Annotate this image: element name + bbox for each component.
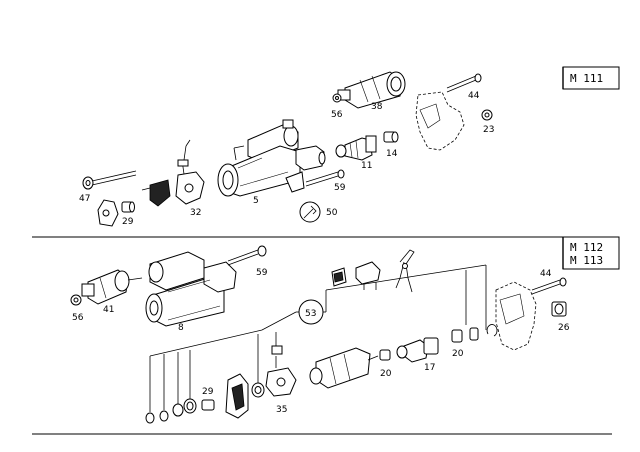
part-38-solenoid	[337, 71, 406, 109]
part-59-bolt	[305, 169, 345, 187]
model-label-m111: M 111	[570, 72, 603, 85]
label-20-left: 20	[380, 369, 392, 379]
label-53: 53	[305, 309, 316, 319]
part-29-cover-bottom	[225, 373, 249, 419]
part-23-bushing	[481, 109, 493, 121]
model-label-m113: M 113	[570, 254, 603, 267]
label-50: 50	[326, 208, 338, 218]
part-drive-housing-top	[415, 91, 465, 151]
label-11: 11	[361, 161, 372, 171]
part-32-brush-holder	[175, 139, 205, 205]
part-26-bushing	[551, 301, 567, 317]
label-23: 23	[483, 125, 494, 135]
model-box-bottom: M 112 M 113	[562, 236, 620, 270]
label-17: 17	[424, 363, 435, 373]
label-56-bottom: 56	[72, 313, 84, 323]
part-5-starter-motor	[217, 119, 326, 197]
label-56-top: 56	[331, 110, 343, 120]
label-47: 47	[79, 194, 90, 204]
label-14: 14	[386, 149, 398, 159]
part-bushing-bottom	[201, 382, 265, 411]
part-snap-ring	[486, 324, 498, 337]
part-17-pinion	[396, 337, 439, 363]
label-26: 26	[558, 323, 570, 333]
part-14-bushing	[383, 131, 399, 143]
model-box-top: M 111	[562, 66, 620, 90]
label-5: 5	[253, 196, 259, 206]
part-end-plate	[141, 179, 171, 207]
part-11-pinion	[335, 135, 377, 161]
label-29-top: 29	[122, 217, 134, 227]
part-armature	[309, 347, 379, 389]
label-44-bottom: 44	[540, 269, 552, 279]
part-44-bolt	[446, 73, 482, 93]
label-35: 35	[276, 405, 287, 415]
label-59-top: 59	[334, 183, 346, 193]
part-drive-housing-bottom	[495, 281, 537, 351]
part-59-bolt-bottom	[227, 245, 267, 266]
part-50-tool-symbol	[299, 201, 321, 223]
part-20-washer-right	[451, 327, 479, 343]
part-washer-stack	[145, 398, 197, 424]
label-32: 32	[190, 208, 201, 218]
label-8: 8	[178, 323, 184, 333]
part-56-nut-bottom	[70, 294, 82, 306]
part-cover-plate	[97, 199, 119, 227]
part-connector	[355, 261, 381, 290]
part-brush-block	[331, 267, 347, 287]
part-20-washer-left	[379, 349, 391, 361]
label-20-right: 20	[452, 349, 464, 359]
model-label-m112: M 112	[570, 241, 603, 254]
label-29-bottom: 29	[202, 387, 214, 397]
label-38: 38	[371, 102, 383, 112]
part-44-bolt-bottom	[531, 277, 567, 295]
part-47-bolt	[82, 170, 137, 190]
part-35-brush-holder	[265, 345, 297, 397]
label-59-bottom: 59	[256, 268, 268, 278]
part-29-bushing	[121, 201, 135, 213]
label-41: 41	[103, 305, 114, 315]
part-fork-lever	[395, 249, 415, 293]
part-8-starter-motor	[145, 251, 237, 327]
part-56-nut	[332, 93, 342, 103]
label-44-top: 44	[468, 91, 480, 101]
part-41-solenoid	[81, 269, 143, 305]
